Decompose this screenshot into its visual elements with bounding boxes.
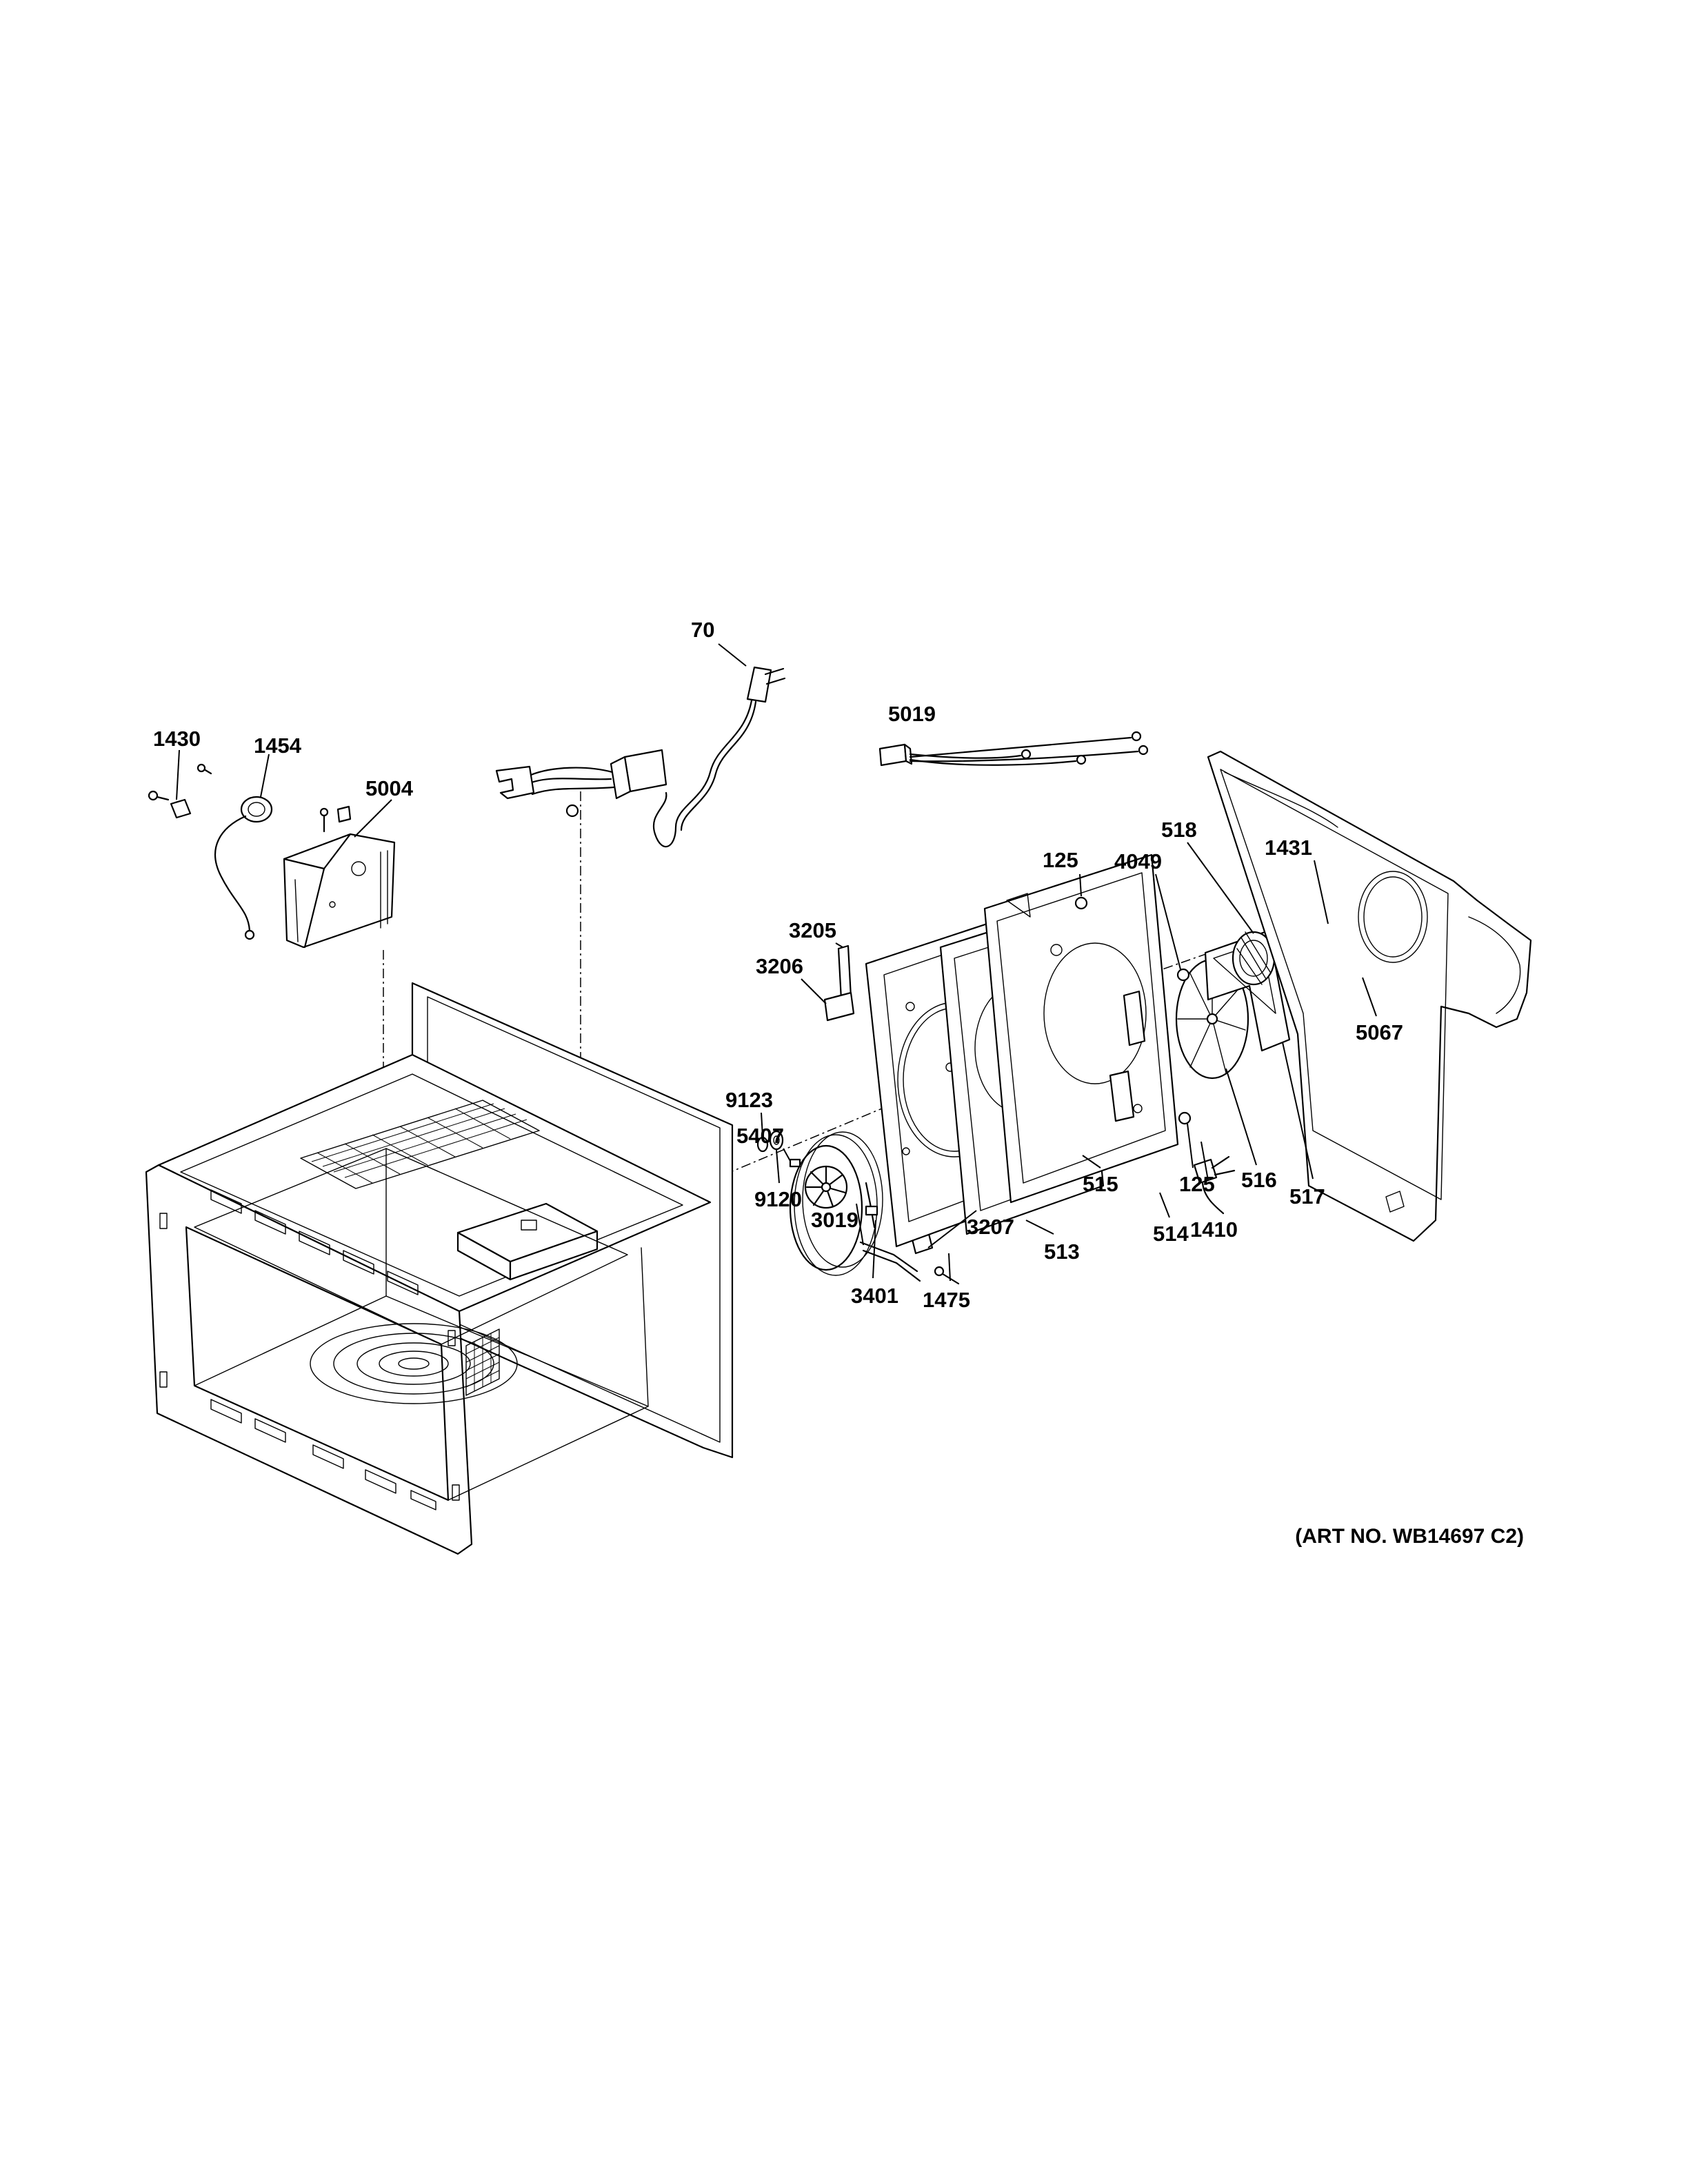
microwave-cavity-assembly xyxy=(145,982,734,1555)
side-mesh-vent xyxy=(465,1328,500,1396)
callout-513: 513 xyxy=(1044,1240,1080,1264)
bracket-assembly-5004 xyxy=(148,763,396,949)
wire-harness-5019 xyxy=(878,731,1149,767)
callout-70: 70 xyxy=(691,618,714,642)
callout-518: 518 xyxy=(1161,818,1197,842)
callout-1475: 1475 xyxy=(923,1288,970,1312)
top-vent-grille xyxy=(311,1103,528,1184)
fan-blades xyxy=(804,1165,848,1209)
callout-517: 517 xyxy=(1289,1184,1325,1209)
callout-125-top: 125 xyxy=(1043,848,1078,872)
callout-5019: 5019 xyxy=(888,702,936,726)
power-cord-70 xyxy=(495,666,786,848)
callout-5004: 5004 xyxy=(365,776,414,800)
callout-3401: 3401 xyxy=(851,1284,898,1308)
callout-4049: 4049 xyxy=(1114,849,1162,873)
leader-lines xyxy=(176,643,1377,1282)
callout-516: 516 xyxy=(1241,1168,1277,1192)
callout-3019: 3019 xyxy=(811,1208,858,1232)
callout-1454: 1454 xyxy=(254,734,302,758)
callout-3206: 3206 xyxy=(756,954,803,978)
callout-1410: 1410 xyxy=(1190,1217,1238,1242)
callout-1431: 1431 xyxy=(1265,836,1312,860)
nut-washer xyxy=(756,1130,784,1153)
callout-9123: 9123 xyxy=(725,1088,773,1112)
turntable-rings xyxy=(310,1323,518,1404)
callout-125-bottom: 125 xyxy=(1179,1172,1215,1196)
callout-labels: 70 5019 1430 1454 5004 125 4049 518 1431… xyxy=(153,618,1403,1312)
callout-514: 514 xyxy=(1153,1222,1189,1246)
heater-element-assembly xyxy=(789,1131,960,1285)
art-number: (ART NO. WB14697 C2) xyxy=(1295,1525,1524,1548)
callout-9120: 9120 xyxy=(754,1187,802,1211)
callout-5067: 5067 xyxy=(1356,1020,1403,1044)
callout-3207: 3207 xyxy=(967,1215,1014,1239)
frame-slots xyxy=(159,1189,460,1510)
callout-5407: 5407 xyxy=(736,1124,784,1148)
shroud-panel-514 xyxy=(983,853,1179,1204)
callout-3205: 3205 xyxy=(789,918,836,942)
callout-515: 515 xyxy=(1083,1172,1118,1196)
callout-1430: 1430 xyxy=(153,727,201,751)
